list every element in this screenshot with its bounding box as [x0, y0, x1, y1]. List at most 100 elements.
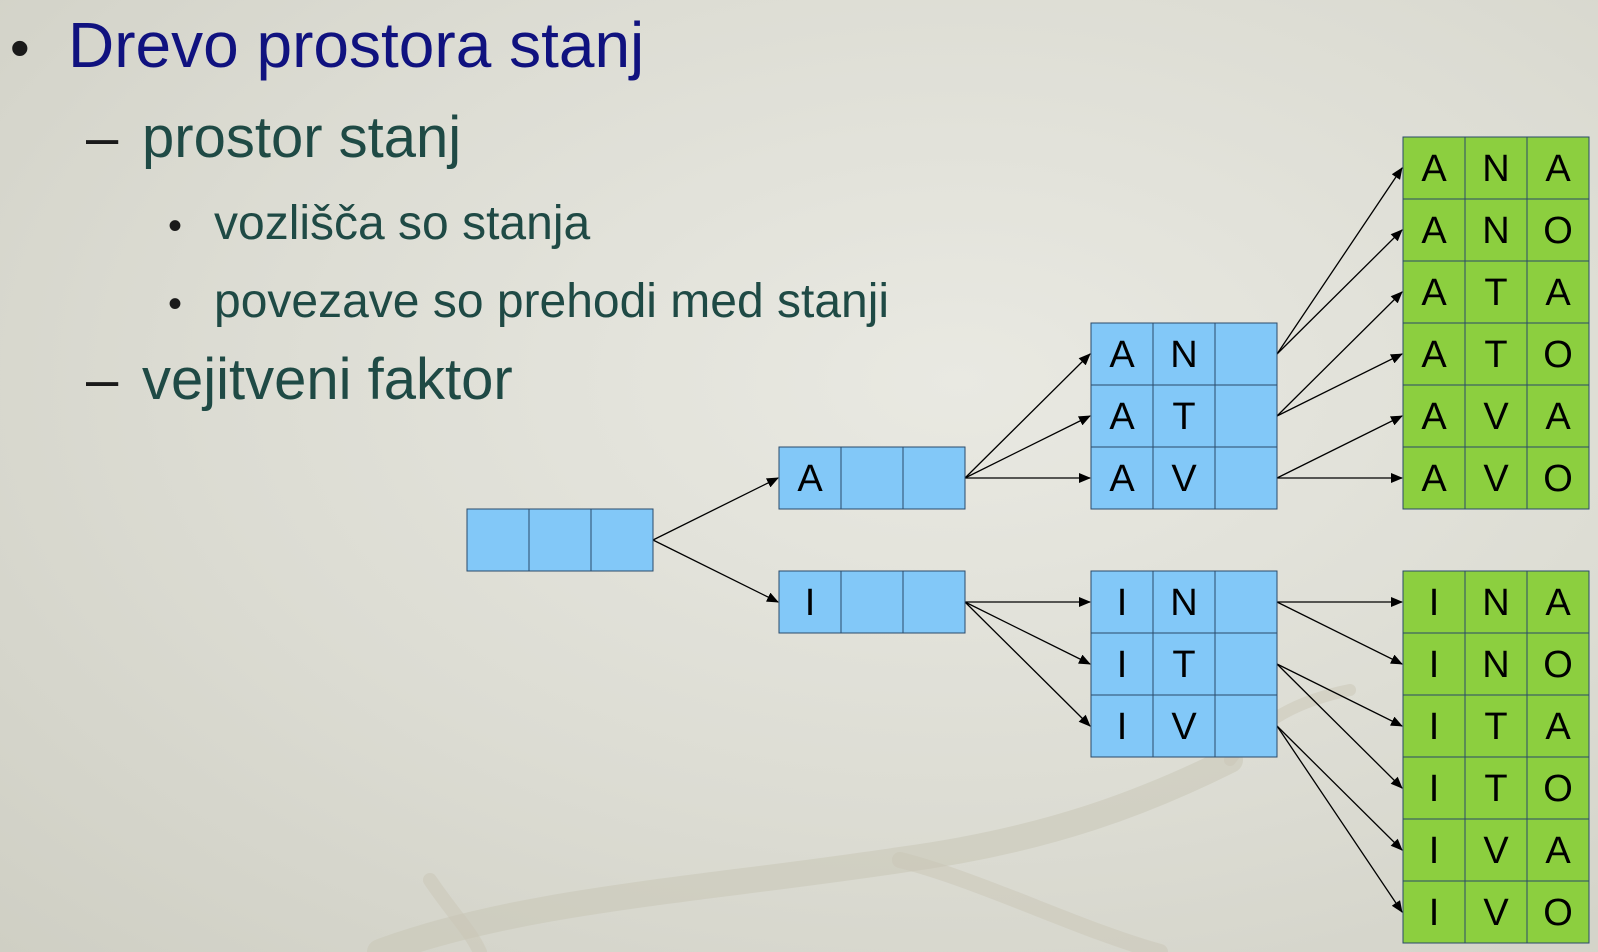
node-cell-letter: O	[1543, 892, 1573, 934]
node-cell	[1402, 880, 1466, 944]
node-cell	[1152, 694, 1216, 758]
node-cell-letter: N	[1482, 644, 1509, 686]
node-cell-letter: O	[1543, 644, 1573, 686]
node-cell	[1526, 136, 1590, 200]
node-cell	[1464, 880, 1528, 944]
node-cell-letter: I	[1429, 892, 1440, 934]
node-cell-letter: A	[1545, 830, 1571, 872]
node-cell	[1402, 818, 1466, 882]
node-cell-letter: V	[1483, 396, 1509, 438]
bullet-dot-icon: •	[168, 282, 183, 326]
node-cell-letter: A	[1109, 334, 1135, 376]
sub-bullet-state-space: –prostor stanj	[86, 104, 461, 171]
node-cell-letter: A	[1545, 396, 1571, 438]
node-cell-letter: I	[1429, 830, 1440, 872]
node-cell	[1214, 632, 1278, 696]
node-cell-letter: V	[1171, 458, 1197, 500]
node-cell	[1526, 446, 1590, 510]
tree-edge-arrow	[1276, 353, 1403, 417]
node-cell-letter: A	[1109, 458, 1135, 500]
node-cell	[1090, 446, 1154, 510]
level1-node: A	[778, 446, 966, 510]
node-cell-letter: A	[1109, 396, 1135, 438]
node-cell	[778, 570, 842, 634]
bullet-dot-icon: •	[10, 16, 30, 79]
tree-edge-arrow	[964, 415, 1091, 479]
node-cell	[590, 508, 654, 572]
node-cell	[1464, 632, 1528, 696]
dash-icon: –	[86, 347, 119, 412]
node-cell	[1526, 384, 1590, 448]
node-cell-letter: I	[1429, 644, 1440, 686]
bullet-dot-icon: •	[168, 204, 183, 248]
node-cell-letter: I	[805, 582, 816, 624]
node-cell	[1214, 694, 1278, 758]
node-cell	[1526, 880, 1590, 944]
node-cell	[1402, 260, 1466, 324]
node-cell-letter: A	[1421, 272, 1447, 314]
node-cell-letter: O	[1543, 768, 1573, 810]
tree-edge-arrow	[1276, 601, 1403, 665]
sub-bullet-text: vejitveni faktor	[142, 347, 513, 412]
node-cell	[902, 570, 966, 634]
main-bullet-text: Drevo prostora stanj	[68, 9, 645, 81]
node-cell-letter: A	[1421, 210, 1447, 252]
node-cell	[1090, 632, 1154, 696]
sub-sub-bullet-text: povezave so prehodi med stanji	[214, 275, 890, 328]
tree-edge-arrow	[1276, 663, 1403, 789]
node-cell	[1090, 570, 1154, 634]
node-cell-letter: T	[1484, 706, 1507, 748]
node-cell-letter: A	[1421, 148, 1447, 190]
node-cell-letter: I	[1429, 582, 1440, 624]
node-cell-letter: N	[1482, 582, 1509, 624]
node-cell	[1214, 322, 1278, 386]
node-cell-letter: A	[1545, 582, 1571, 624]
node-cell-letter: N	[1482, 210, 1509, 252]
node-cell	[1214, 570, 1278, 634]
node-cell	[902, 446, 966, 510]
tree-edge-arrow	[652, 539, 779, 603]
node-cell	[1464, 446, 1528, 510]
tree-edge-arrow	[652, 477, 779, 541]
node-cell	[1464, 570, 1528, 634]
node-cell-letter: T	[1484, 768, 1507, 810]
node-cell	[1152, 570, 1216, 634]
node-cell-letter: N	[1170, 582, 1197, 624]
node-cell	[1526, 260, 1590, 324]
sub-bullet-text: prostor stanj	[142, 105, 462, 170]
node-cell-letter: N	[1170, 334, 1197, 376]
node-cell	[1152, 632, 1216, 696]
node-cell	[840, 570, 904, 634]
node-cell-letter: A	[1421, 396, 1447, 438]
tree-edge-arrow	[964, 601, 1091, 665]
tree-edge-arrow	[1276, 415, 1403, 479]
level1-node: I	[778, 570, 966, 634]
tree-edge-arrow	[964, 601, 1091, 727]
node-cell	[1152, 384, 1216, 448]
node-cell-letter: T	[1484, 272, 1507, 314]
node-cell-letter: A	[1545, 148, 1571, 190]
node-cell-letter: O	[1543, 458, 1573, 500]
node-cell	[1402, 384, 1466, 448]
node-cell-letter: A	[1545, 272, 1571, 314]
tree-edge-arrow	[1276, 167, 1403, 355]
node-cell	[1214, 384, 1278, 448]
node-cell	[1526, 322, 1590, 386]
node-cell-letter: I	[1117, 582, 1128, 624]
node-cell	[1402, 694, 1466, 758]
node-cell	[528, 508, 592, 572]
node-cell-letter: V	[1483, 892, 1509, 934]
node-cell-letter: O	[1543, 210, 1573, 252]
